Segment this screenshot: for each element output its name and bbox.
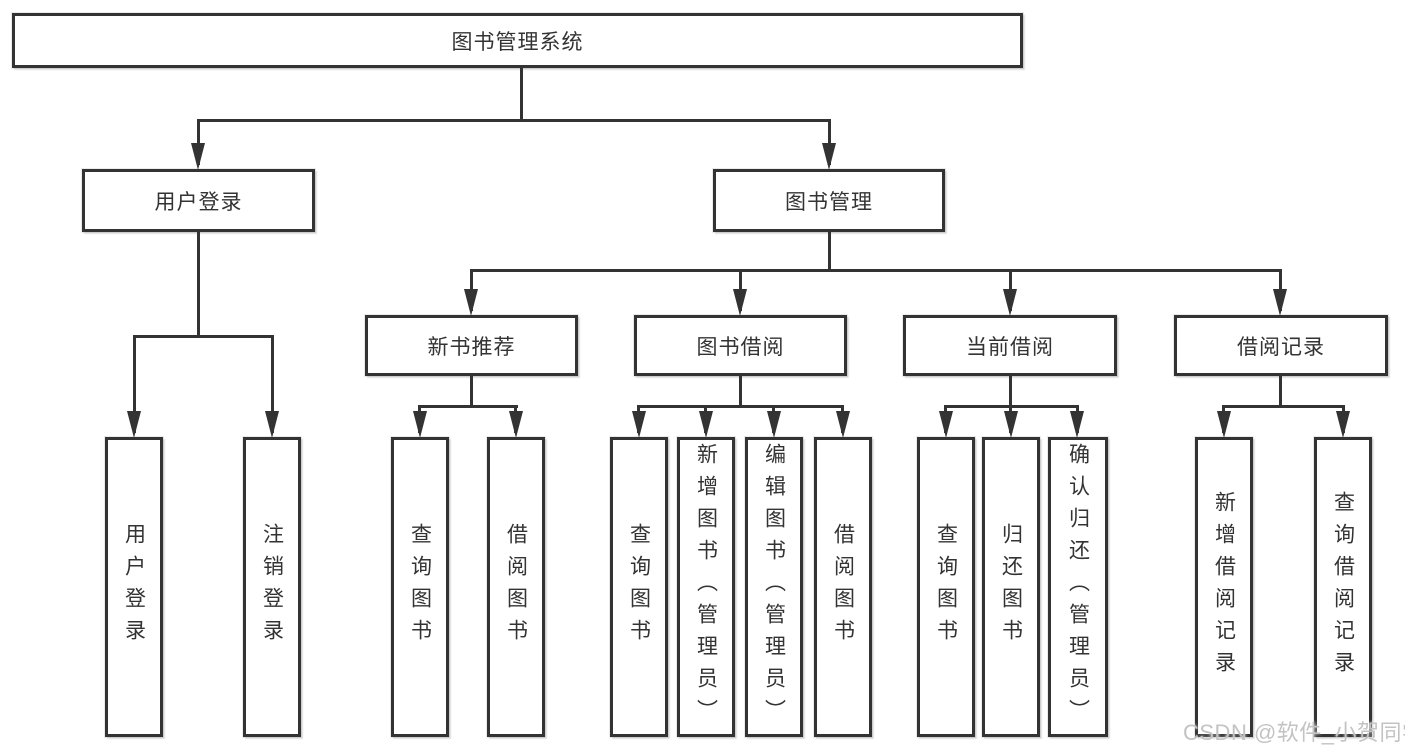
arrow-down-icon <box>464 289 478 316</box>
node-label: 新增图书（管理员） <box>694 443 718 731</box>
connector-bar <box>637 405 844 408</box>
leaf-add-borrow-record: 新增借阅记录 <box>1195 437 1253 737</box>
node-label: 新增借阅记录 <box>1212 491 1236 683</box>
connector-drop <box>271 335 274 433</box>
node-label: 图书管理系统 <box>451 30 584 54</box>
connector-stem <box>470 376 473 407</box>
node-label: 查询图书 <box>627 523 651 651</box>
node-label: 编辑图书（管理员） <box>762 443 786 731</box>
arrow-down-icon <box>509 411 523 438</box>
arrow-down-icon <box>632 411 646 438</box>
arrow-down-icon <box>939 411 953 438</box>
connector-bookmgmt-bar <box>470 269 1282 272</box>
leaf-query-books-recommend: 查询图书 <box>391 437 449 737</box>
leaf-borrow-books-recommend: 借阅图书 <box>487 437 545 737</box>
node-label: 新书推荐 <box>427 335 516 359</box>
node-borrowing-records: 借阅记录 <box>1174 315 1388 376</box>
leaf-confirm-return-admin: 确认归还（管理员） <box>1048 437 1108 737</box>
leaf-add-books-admin: 新增图书（管理员） <box>677 437 735 737</box>
arrow-down-icon <box>1273 289 1287 316</box>
node-label: 用户登录 <box>122 523 146 651</box>
connector-userlogin-bar <box>133 335 274 338</box>
leaf-return-books: 归还图书 <box>982 437 1040 737</box>
node-book-management: 图书管理 <box>713 169 945 232</box>
leaf-logout: 注销登录 <box>243 437 301 737</box>
connector-root-stem <box>520 68 523 121</box>
arrow-down-icon <box>767 411 781 438</box>
arrow-down-icon <box>191 143 205 170</box>
leaf-query-books-borrowing: 查询图书 <box>610 437 668 737</box>
arrow-down-icon <box>1003 289 1017 316</box>
connector-root-bar <box>197 119 831 122</box>
csdn-watermark: CSDN @软件_小贺同学 <box>1183 720 1405 745</box>
node-new-book-recommendation: 新书推荐 <box>365 315 578 376</box>
arrow-down-icon <box>1336 411 1350 438</box>
connector-bar <box>1222 405 1345 408</box>
leaf-query-borrow-record: 查询借阅记录 <box>1314 437 1372 737</box>
node-label: 注销登录 <box>260 523 284 651</box>
node-current-borrowing: 当前借阅 <box>903 315 1117 376</box>
arrow-down-icon <box>265 411 279 438</box>
connector-stem <box>1009 376 1012 407</box>
node-label: 查询图书 <box>408 523 432 651</box>
leaf-borrow-books-borrowing: 借阅图书 <box>814 437 872 737</box>
arrow-down-icon <box>1070 411 1084 438</box>
connector-drop <box>197 119 200 165</box>
connector-bookmgmt-stem <box>828 232 831 272</box>
node-label: 查询借阅记录 <box>1331 491 1355 683</box>
connector-stem <box>739 376 742 407</box>
node-label: 当前借阅 <box>966 335 1054 359</box>
node-label: 用户登录 <box>154 190 243 214</box>
arrow-down-icon <box>1004 411 1018 438</box>
node-label: 借阅图书 <box>831 523 855 651</box>
connector-bar <box>418 405 518 408</box>
connector-drop <box>828 119 831 165</box>
arrow-down-icon <box>1217 411 1231 438</box>
leaf-edit-books-admin: 编辑图书（管理员） <box>745 437 803 737</box>
arrow-down-icon <box>127 411 141 438</box>
node-library-management-system: 图书管理系统 <box>12 13 1023 68</box>
node-book-borrowing: 图书借阅 <box>634 315 847 376</box>
connector-stem <box>1279 376 1282 407</box>
node-user-login: 用户登录 <box>82 169 315 232</box>
arrow-down-icon <box>836 411 850 438</box>
arrow-down-icon <box>699 411 713 438</box>
leaf-user-login: 用户登录 <box>105 437 163 737</box>
node-label: 归还图书 <box>999 523 1023 651</box>
arrow-down-icon <box>413 411 427 438</box>
arrow-down-icon <box>733 289 747 316</box>
node-label: 图书借阅 <box>696 335 785 359</box>
node-label: 确认归还（管理员） <box>1066 443 1090 731</box>
connector-drop <box>133 335 136 433</box>
node-label: 查询图书 <box>934 523 958 651</box>
node-label: 借阅记录 <box>1237 335 1325 359</box>
node-label: 借阅图书 <box>504 523 528 651</box>
node-label: 图书管理 <box>785 190 873 214</box>
leaf-query-books-current: 查询图书 <box>917 437 975 737</box>
connector-userlogin-stem <box>197 232 200 338</box>
arrow-down-icon <box>822 143 836 170</box>
